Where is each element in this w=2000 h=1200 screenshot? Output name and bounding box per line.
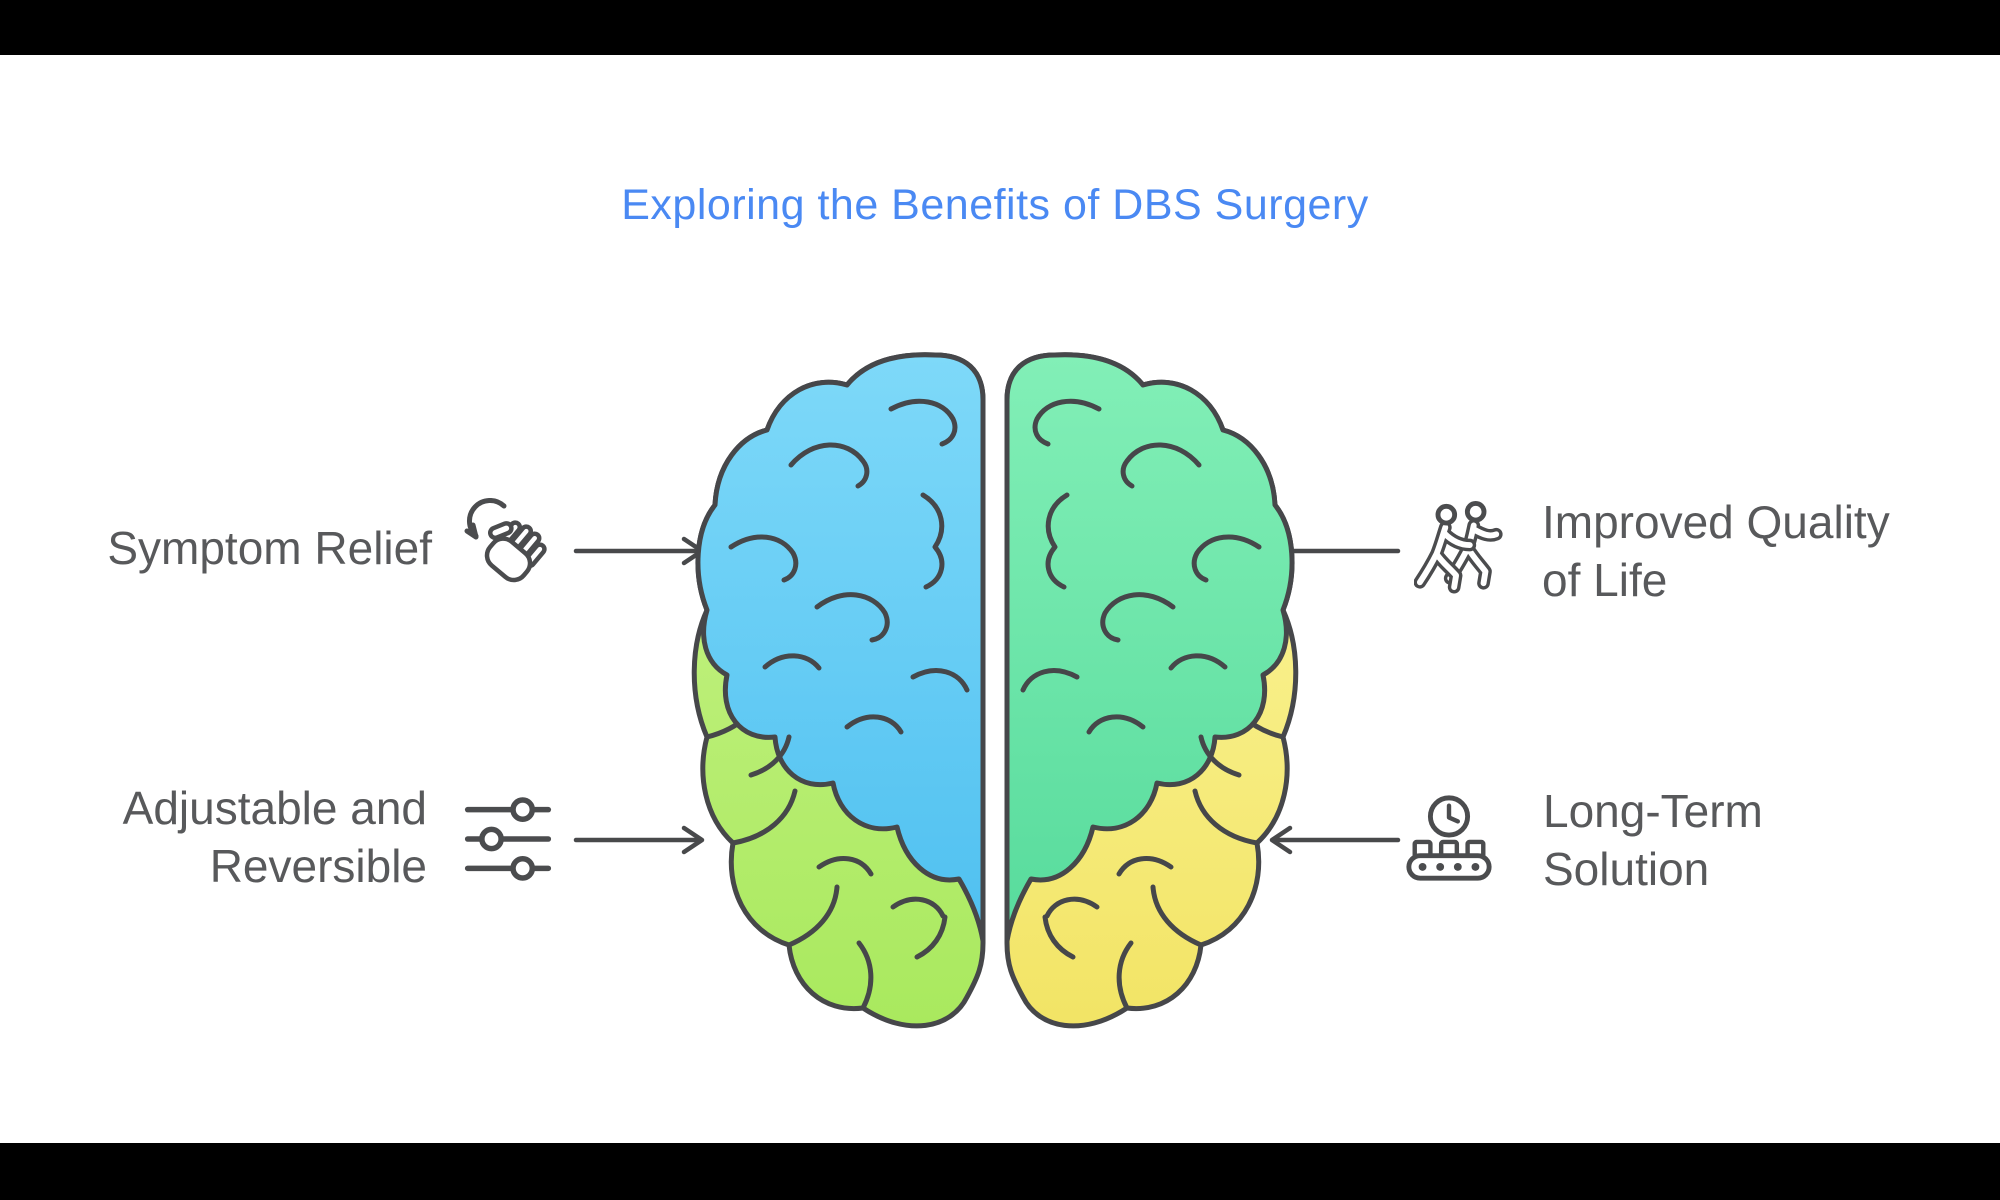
- benefit-label-line: Symptom Relief: [107, 522, 432, 574]
- hand-rotate-icon: [464, 498, 547, 583]
- benefit-label-line: Adjustable and: [122, 782, 427, 834]
- benefit-label-improved-quality-of-life: Improved Quality of Life: [1542, 493, 1982, 609]
- clock-conveyor-icon: [1406, 795, 1492, 881]
- benefit-label-long-term-solution: Long-Term Solution: [1543, 782, 1983, 898]
- benefit-label-symptom-relief: Symptom Relief: [0, 519, 432, 577]
- bottom-letterbox-bar: [0, 1143, 2000, 1200]
- benefit-label-line: Improved Quality: [1542, 496, 1890, 548]
- sliders-icon: [464, 797, 552, 881]
- benefit-label-line: Long-Term: [1543, 785, 1763, 837]
- arrow-adjustable-reversible: [573, 825, 705, 855]
- page-title: Exploring the Benefits of DBS Surgery: [621, 181, 1369, 229]
- benefit-label-adjustable-reversible: Adjustable and Reversible: [0, 779, 427, 895]
- benefit-label-line: Solution: [1543, 843, 1710, 895]
- benefit-label-line: Reversible: [209, 840, 427, 892]
- brain-illustration: [691, 341, 1299, 1041]
- top-letterbox-bar: [0, 0, 2000, 55]
- right-hemisphere: [1007, 355, 1296, 1026]
- people-walking-icon: [1414, 500, 1503, 594]
- benefit-label-line: of Life: [1542, 554, 1668, 606]
- arrow-long-term-solution: [1269, 825, 1401, 855]
- left-hemisphere: [694, 355, 983, 1026]
